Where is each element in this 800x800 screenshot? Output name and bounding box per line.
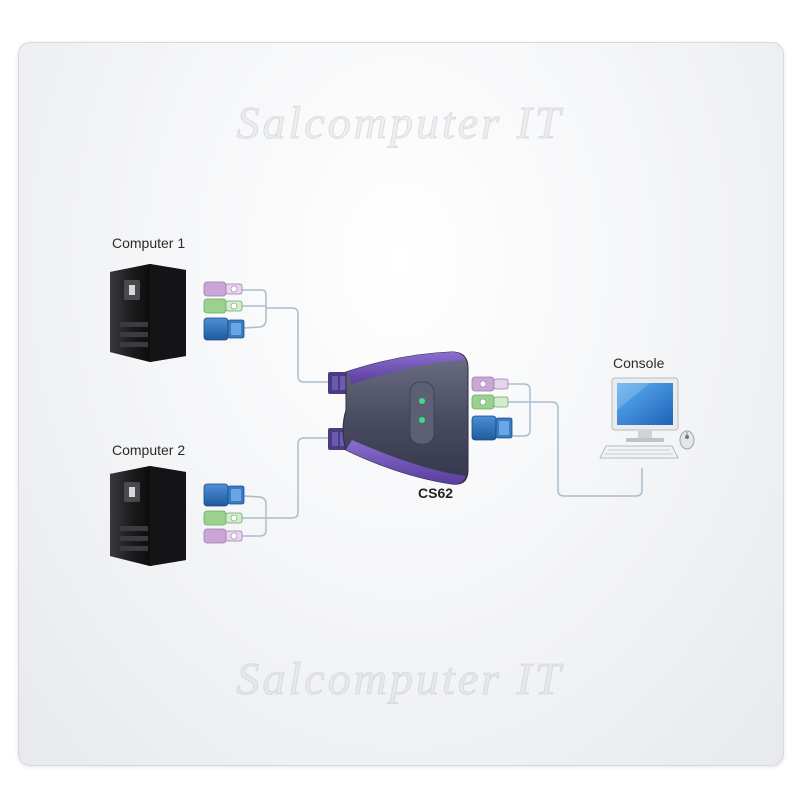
led-1-icon: [419, 398, 425, 404]
console-vga-connector-icon: [471, 415, 513, 441]
cable-c2-vga: [242, 495, 267, 537]
model-label: CS62: [418, 485, 454, 501]
c2-ps2-keyboard-connector-icon: [203, 528, 243, 544]
watermark-bottom: Salcomputer IT: [236, 653, 564, 705]
computer-2-tower-icon: [110, 466, 186, 566]
c1-vga-connector-icon: [203, 317, 245, 341]
cable-console-keyboard: [508, 383, 531, 437]
cable-console-trunk: [530, 401, 643, 497]
c2-vga-connector-icon: [203, 483, 245, 507]
c1-ps2-keyboard-connector-icon: [203, 281, 243, 297]
led-2-icon: [419, 417, 425, 423]
cable-c1-trunk: [266, 307, 330, 383]
cable-c2-trunk: [266, 437, 330, 519]
cables: [242, 289, 643, 537]
console-keyboard-icon: [599, 445, 679, 459]
console-ps2-mouse-connector-icon: [471, 394, 509, 410]
cable-c1-keyboard: [242, 289, 267, 329]
console-monitor-icon: [611, 377, 679, 442]
watermark-top: Salcomputer IT: [236, 97, 564, 149]
c1-ps2-mouse-connector-icon: [203, 298, 243, 314]
console-ps2-keyboard-connector-icon: [471, 376, 509, 392]
computer-1-tower-icon: [110, 264, 186, 362]
cs62-kvm-switch-icon: [328, 351, 469, 485]
c2-ps2-mouse-connector-icon: [203, 510, 243, 526]
console-label: Console: [613, 355, 665, 371]
computer-2-label: Computer 2: [112, 442, 186, 458]
console-mouse-icon: [679, 430, 695, 450]
computer-1-label: Computer 1: [112, 235, 186, 251]
